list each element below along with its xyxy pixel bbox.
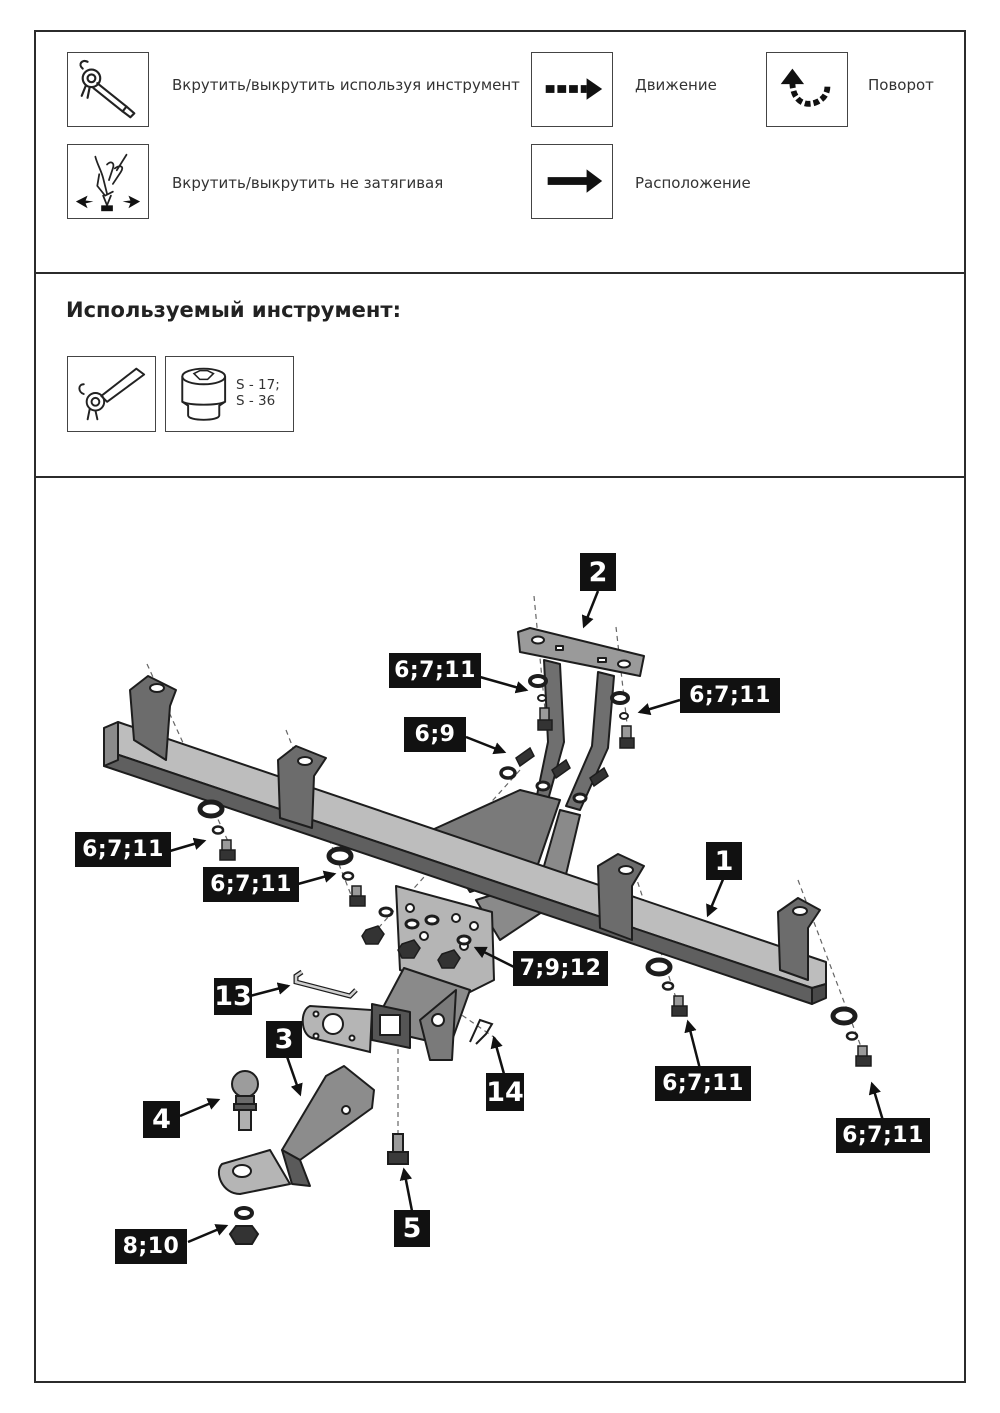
callout-nut-washer: 8;10 (115, 1229, 187, 1264)
callout-bolts-far-right: 6;7;11 (836, 1118, 930, 1153)
leader-arrows (169, 590, 886, 1244)
nut-washer (228, 1206, 260, 1245)
legend-rotation-text: Поворот (868, 76, 934, 94)
dashed-arrow-icon (531, 52, 613, 127)
callout-bolts-right: 6;7;11 (655, 1066, 751, 1101)
hand-screw-icon (67, 144, 149, 219)
callout-bolts-6-9: 6;9 (404, 717, 466, 752)
mounting-brackets (129, 675, 821, 981)
center-plate (371, 885, 495, 1061)
socket-sizes: S - 17; S - 36 (236, 377, 280, 409)
legend-tool-turn-text: Вкрутить/выкрутить используя инструмент (172, 76, 520, 94)
socket-head-icon (165, 356, 294, 432)
socket-plate (301, 1004, 374, 1054)
section-divider (34, 476, 966, 478)
callout-bolts-top-right: 6;7;11 (680, 678, 780, 713)
ratchet-wrench-icon (67, 52, 149, 127)
callout-bolts-top-left: 6;7;11 (389, 653, 481, 688)
callout-part-14: 14 (486, 1073, 524, 1111)
callout-part-3: 3 (266, 1021, 302, 1058)
rotation-arrow-icon (766, 52, 848, 127)
callout-part-2: 2 (580, 553, 616, 591)
socket-size-36: S - 36 (236, 393, 276, 409)
legend-placement-text: Расположение (635, 174, 751, 192)
section-divider (34, 272, 966, 274)
callout-part-13: 13 (214, 978, 252, 1015)
callout-part-5: 5 (394, 1210, 430, 1247)
legend-hand-turn-text: Вкрутить/выкрутить не затягивая (172, 174, 444, 192)
part-3-ballmount (217, 1065, 375, 1195)
hardware-stacks (197, 674, 872, 1067)
tools-title: Используемый инструмент: (66, 298, 401, 322)
part-4-towball (231, 1070, 259, 1131)
callout-part-1: 1 (706, 842, 742, 880)
part-14-clip (469, 1018, 494, 1045)
legend-movement-text: Движение (635, 76, 717, 94)
ratchet-tool-icon (67, 356, 156, 432)
page-frame (34, 30, 966, 1383)
part-5-bolt (387, 1133, 409, 1165)
callout-bolts-left: 6;7;11 (203, 867, 299, 902)
solid-arrow-icon (531, 144, 613, 219)
callout-bolts-plate: 7;9;12 (513, 951, 608, 986)
callout-part-4: 4 (143, 1101, 180, 1138)
socket-size-17: S - 17; (236, 377, 280, 393)
callout-bolts-far-left: 6;7;11 (75, 832, 171, 867)
